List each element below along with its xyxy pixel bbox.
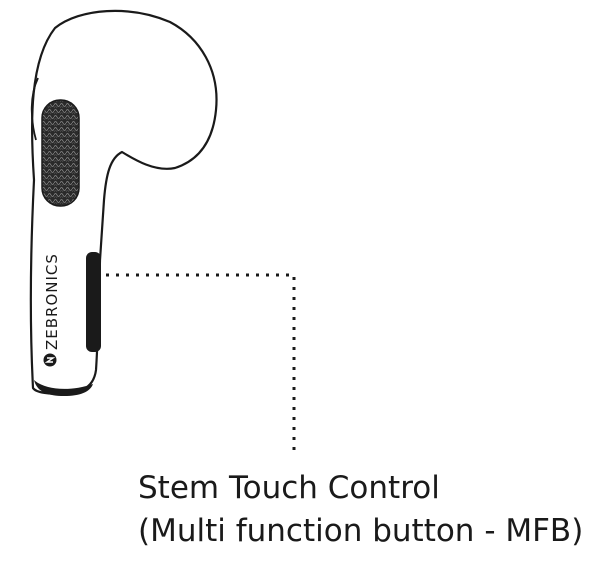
stem-bottom-tip — [34, 380, 93, 396]
touch-control-pad — [86, 252, 101, 352]
brand-text: ZEBRONICS — [43, 253, 61, 350]
callout-title: Stem Touch Control — [138, 470, 440, 506]
callout-subtitle: (Multi function button - MFB) — [138, 513, 584, 549]
earbud-body — [29, 9, 218, 396]
ear-tip-curve — [30, 77, 39, 141]
speaker-grille — [41, 99, 80, 207]
callout-line — [106, 273, 296, 452]
brand-logo-icon — [43, 353, 57, 367]
